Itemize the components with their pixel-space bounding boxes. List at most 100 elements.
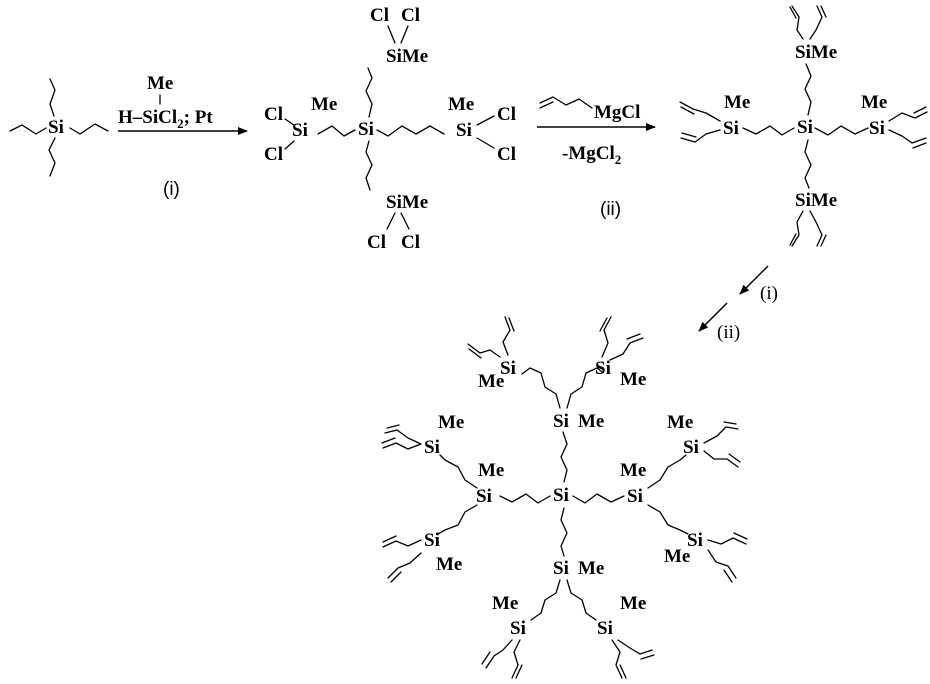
atom-si-left: Si [723,118,739,139]
allyl-rd-1-double [733,532,748,540]
atom-si-top-left: Si [500,358,516,379]
atom-si: Si [48,117,64,138]
branch-right-down-chain [647,504,689,535]
atom-si-right: Si [869,118,885,139]
allyl-bl-2 [511,639,521,679]
atom-si-right-up: Si [683,437,699,458]
atom-me-right: Me [448,94,474,115]
atom-me-left-up: Me [438,412,464,433]
atom-si-me-top: SiMe [386,46,428,67]
allyl-rd-2 [707,549,737,579]
bond-cl-top-left [387,25,396,44]
allyl-top-right-double [820,5,827,18]
step-label-i: (i) [163,179,180,200]
allyl-br-1-double [619,664,627,679]
allyl-bl-1-double [481,651,491,665]
atom-me-top-left: Me [478,371,504,392]
tetraallylsilane: Si [9,78,109,177]
atom-me-left-down: Me [436,554,462,575]
allyl-dendrimer-g1: Si SiMe Si Me Si Me SiMe [679,5,928,247]
atom-si-right: Si [627,486,643,507]
branch-right-up-chain [647,454,687,489]
branch-top-left-chain [521,367,561,409]
atom-cl-right-bottom: Cl [497,144,516,165]
atom-si-me-bottom: SiMe [386,192,428,213]
reaction-step-1: Me H–SiCl2; Pt (i) [118,73,248,200]
propyl-arm-right [814,125,869,136]
atom-cl-right-top: Cl [497,104,516,125]
allyl-bl-2-double [515,664,523,679]
allyl-arm-top [49,78,56,117]
bond-cl-right-bottom [476,137,495,149]
atom-me-left: Me [311,94,337,115]
reagent-hydrosilane: H–SiCl2; Pt [118,107,213,131]
bond-cl-bottom-right [400,212,410,230]
atom-me-left: Me [724,92,750,113]
allyl-bottom-left-double [789,233,797,246]
allyl-bl-1 [485,639,513,669]
atom-me-right: Me [861,92,887,113]
allyl-top-right [809,5,823,40]
atom-si-me-bottom: SiMe [795,190,837,211]
atom-si-right-down: Si [687,530,703,551]
atom-cl-bottom-left: Cl [367,232,386,253]
propyl-arm-top [804,63,812,116]
atom-si-bottom: Si [553,558,569,579]
atom-si-bottom-left: Si [510,618,526,639]
atom-cl-left-bottom: Cl [264,144,283,165]
allyl-arm-bottom [48,137,56,177]
bond-cl-left-top [284,118,295,126]
allyl-left-bottom [680,129,721,143]
atom-si-core: Si [797,117,813,138]
allyl-tl-2 [502,316,511,356]
propyl-arm-bottom [804,139,812,189]
allyl-top-left [791,5,804,40]
allyl-left-bottom-double [681,132,697,138]
allyl-tr-1 [601,316,612,358]
allyl-ru-2 [703,450,739,468]
allyl-tr-1-double [599,317,608,332]
atom-cl-top-right: Cl [401,5,420,26]
atom-si-core: Si [358,119,374,140]
atom-si-top-right: Si [595,358,611,379]
allyl-bottom-right [809,210,823,247]
atom-me-bottom: Me [578,558,604,579]
reagent-grignard: MgCl [594,102,640,123]
allyl-tl-1 [467,343,501,358]
allyl-grignard-double [539,101,554,109]
bond-cl-left-bottom [284,140,295,150]
atom-me-right-up: Me [667,412,693,433]
allyl-right-bottom-double [912,142,927,149]
atom-si-top: Si [553,411,569,432]
iteration-label-ii: (ii) [717,322,740,343]
allyl-br-2-double [640,654,655,660]
propyl-arm-right [376,125,445,137]
iteration-arrow-1 [739,265,769,295]
branch-left-down-chain [437,504,478,535]
allyl-tl-2-double [508,317,515,332]
propyl-arm-left [742,125,795,136]
allyl-left-top-double [680,106,695,115]
atom-me-top-right: Me [620,369,646,390]
allyl-ru-1-double [723,421,737,425]
atom-me-top: Me [578,411,604,432]
allyl-ru-2-double [728,453,741,463]
reagent-me: Me [147,73,173,94]
atom-si-left-up: Si [424,437,440,458]
branch-left-up-chain [439,454,478,489]
iteration-arrow-2 [698,302,728,332]
reaction-step-2: MgCl -MgCl2 (ii) [537,96,656,220]
atom-si-left: Si [476,486,492,507]
allyl-br-1 [611,639,623,679]
propyl-arm-bottom [365,140,373,191]
allyl-br-2 [617,639,653,655]
branch-top-right-chain [566,367,603,409]
chlorosilane-dendrimer-g0: Si SiMe Cl Cl Si Me Cl Cl Si Me Cl Cl Si… [264,5,516,253]
core-arm-right [572,493,625,504]
allyl-lu-1 [384,429,422,445]
branch-bottom-left-chain [530,579,561,621]
propyl-arm-top [365,67,373,118]
propyl-arm-left [317,125,356,137]
iteration-label-i: (i) [760,283,778,304]
